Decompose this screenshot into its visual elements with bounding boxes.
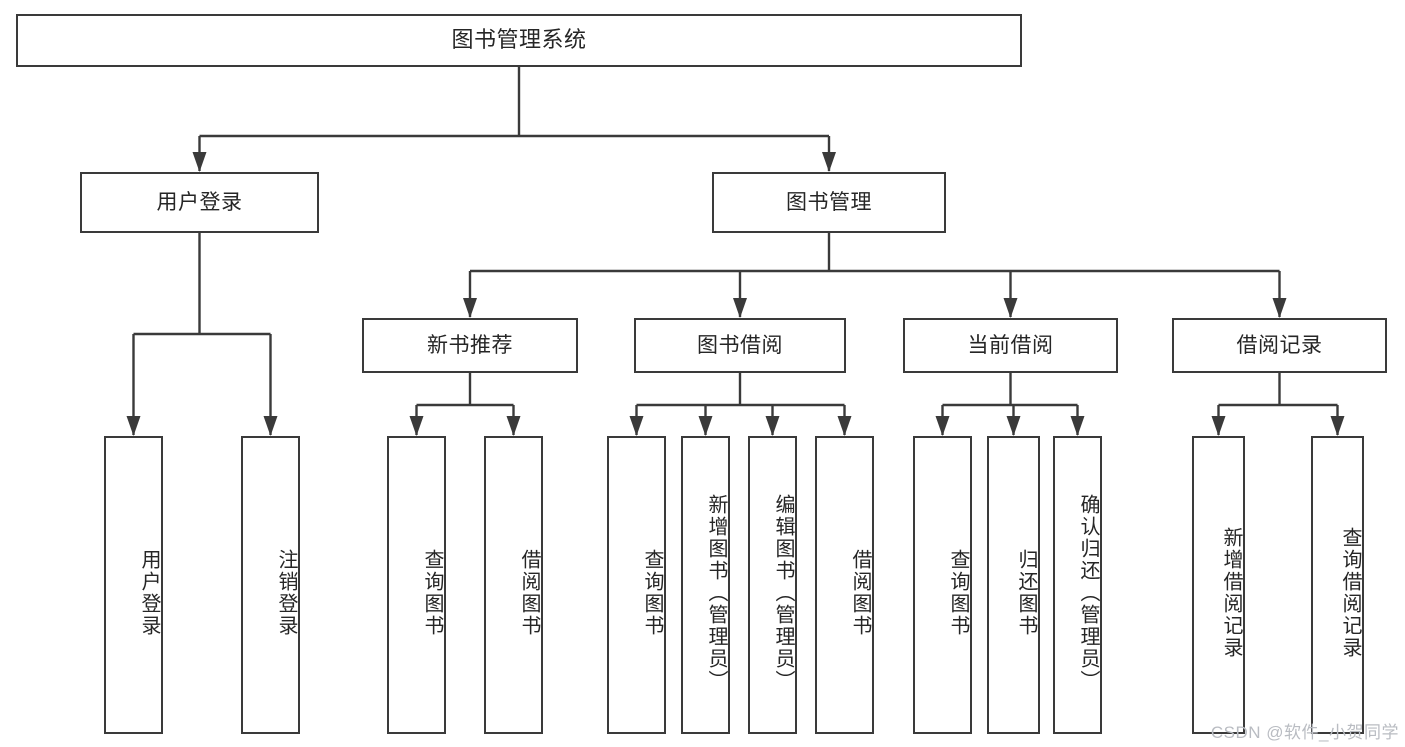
node-user-login[interactable]: 用户登录: [80, 172, 319, 233]
leaf-logout[interactable]: 注销登录: [241, 436, 300, 734]
node-label: 用户登录: [156, 190, 243, 214]
node-label: 查询图书: [421, 549, 443, 637]
node-label: 新增借阅记录: [1220, 527, 1242, 659]
node-label: 图书借阅: [697, 333, 783, 357]
node-root-system[interactable]: 图书管理系统: [16, 14, 1022, 67]
node-label: 注销登录: [275, 549, 297, 637]
node-book-borrow[interactable]: 图书借阅: [634, 318, 846, 373]
leaf-records-query-record[interactable]: 查询借阅记录: [1311, 436, 1364, 734]
node-label: 归还图书: [1015, 549, 1037, 637]
node-current-borrow[interactable]: 当前借阅: [903, 318, 1118, 373]
node-book-management[interactable]: 图书管理: [712, 172, 946, 233]
node-label: 编辑图书（管理员）: [772, 494, 794, 692]
leaf-records-add-record[interactable]: 新增借阅记录: [1192, 436, 1245, 734]
leaf-newbook-borrow-book[interactable]: 借阅图书: [484, 436, 543, 734]
node-borrow-records[interactable]: 借阅记录: [1172, 318, 1387, 373]
node-label: 图书管理系统: [451, 27, 587, 53]
leaf-borrow-query-book[interactable]: 查询图书: [607, 436, 666, 734]
watermark: CSDN @软件_小贺同学: [1210, 723, 1399, 742]
node-label: 借阅图书: [518, 549, 540, 637]
node-label: 新增图书（管理员）: [705, 494, 727, 692]
node-label: 用户登录: [138, 549, 160, 637]
node-label: 当前借阅: [967, 333, 1054, 357]
node-label: 查询借阅记录: [1339, 527, 1361, 659]
node-label: 查询图书: [947, 549, 969, 637]
leaf-borrow-add-book-admin[interactable]: 新增图书（管理员）: [681, 436, 730, 734]
node-label: 图书管理: [786, 190, 872, 214]
leaf-user-login[interactable]: 用户登录: [104, 436, 163, 734]
leaf-borrow-edit-book-admin[interactable]: 编辑图书（管理员）: [748, 436, 797, 734]
node-label: 借阅记录: [1236, 333, 1323, 357]
leaf-newbook-query-book[interactable]: 查询图书: [387, 436, 446, 734]
node-label: 借阅图书: [849, 549, 871, 637]
leaf-current-query-book[interactable]: 查询图书: [913, 436, 972, 734]
leaf-current-confirm-return-admin[interactable]: 确认归还（管理员）: [1053, 436, 1102, 734]
leaf-current-return-book[interactable]: 归还图书: [987, 436, 1040, 734]
node-label: 查询图书: [641, 549, 663, 637]
node-label: 确认归还（管理员）: [1077, 494, 1099, 692]
leaf-borrow-borrow-book[interactable]: 借阅图书: [815, 436, 874, 734]
node-label: 新书推荐: [427, 333, 513, 357]
node-new-book-recommend[interactable]: 新书推荐: [362, 318, 578, 373]
